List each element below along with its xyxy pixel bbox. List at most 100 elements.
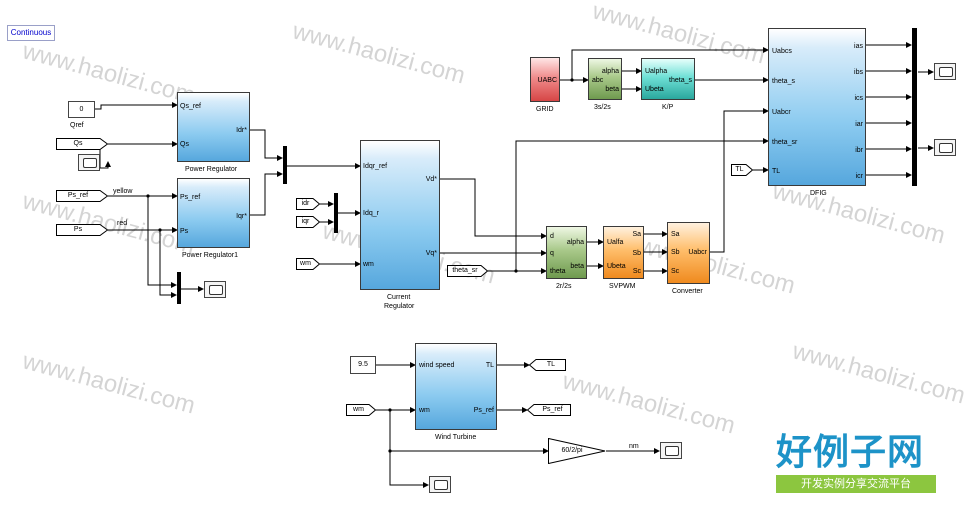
qs-scope[interactable] [78, 154, 100, 171]
port-label: iar [855, 121, 863, 128]
idq-mux[interactable] [334, 193, 338, 233]
port-label: Vq* [425, 250, 437, 257]
theta-sr-tag-label: theta_sr [452, 267, 478, 274]
port-label: Ualpha [645, 68, 668, 75]
converter-name: Converter [672, 288, 703, 295]
wire [99, 144, 111, 169]
power-scope[interactable] [204, 281, 226, 298]
power-scope-mux[interactable] [177, 272, 181, 304]
gain-value: 60/2/pi [561, 447, 583, 454]
qs-from-tag[interactable]: Qs [56, 138, 108, 150]
port-label: alpha [601, 68, 619, 75]
converter-block[interactable]: Sa Sb Sc Uabcr [667, 222, 710, 284]
yellow-signal-label: yellow [113, 188, 133, 195]
wire [440, 178, 547, 239]
port-label: alpha [566, 239, 584, 246]
dfig-name: DFIG [810, 190, 827, 197]
port-label: Idr* [236, 127, 247, 134]
qref-constant-block[interactable]: 0 [68, 101, 95, 118]
wire [95, 102, 178, 110]
current-regulator-block[interactable]: Idqr_ref Idq_r wm Vd* Vq* [360, 140, 440, 290]
port-label: Sa [632, 231, 641, 238]
port-label: beta [570, 263, 584, 270]
wm-scope[interactable] [429, 476, 451, 493]
wind-turbine-block[interactable]: wind speed wm TL Ps_ref [415, 343, 497, 430]
svpwm-name: SVPWM [609, 283, 636, 290]
wire [710, 108, 769, 253]
port-label: TL [485, 362, 494, 369]
port-label: ias [854, 43, 863, 50]
tl-tag-label: TL [735, 166, 744, 173]
site-logo: 好例子网 开发实例分享交流平台 [776, 433, 936, 493]
port-label: theta_sr [772, 139, 798, 146]
port-label: ics [854, 95, 863, 102]
tl-from-tag[interactable]: TL [731, 164, 753, 176]
kp-block[interactable]: Ualpha Ubeta theta_s [641, 58, 695, 100]
power-regulator-name: Power Regulator [185, 166, 238, 173]
nm-signal-label: nm [629, 443, 639, 450]
port-label: Uabcs [772, 48, 792, 55]
port-label: theta [550, 268, 566, 275]
rotor-current-scope[interactable] [934, 139, 956, 156]
speed-scope[interactable] [660, 442, 682, 459]
kp-name: K/P [662, 104, 674, 111]
red-signal-label: red [117, 220, 128, 227]
regulator-output-mux[interactable] [283, 146, 287, 184]
port-label: theta_s [669, 77, 692, 84]
port-label: icr [855, 173, 863, 180]
port-label: wind speed [419, 362, 455, 369]
wm-turbine-from-tag[interactable]: wm [346, 404, 376, 416]
port-label: UABC [537, 77, 557, 84]
junction [146, 194, 150, 198]
2r2s-name: 2r/2s [556, 283, 572, 290]
grid-source-block[interactable]: UABC [530, 57, 560, 102]
port-label: Ubeta [607, 263, 626, 270]
tl-goto-label: TL [546, 361, 556, 368]
ps-ref-goto-label: Ps_ref [542, 406, 563, 413]
idr-tag-label: idr [301, 200, 310, 207]
port-label: TL [772, 168, 781, 175]
wire [571, 47, 769, 80]
junction [388, 408, 392, 412]
wm-from-tag[interactable]: wm [296, 258, 320, 270]
current-regulator-name: Current [387, 294, 411, 301]
port-label: Idq_r [363, 210, 379, 217]
wire [159, 230, 177, 298]
power-regulator1-block[interactable]: Ps_ref Ps Iqr* [177, 178, 250, 248]
dfig-output-bus[interactable] [912, 28, 917, 186]
port-label: Qs [180, 141, 189, 148]
port-label: Uabcr [772, 109, 791, 116]
dfig-block[interactable]: Uabcs theta_s Uabcr theta_sr TL ias ibs … [768, 28, 866, 186]
ps-ref-goto-tag[interactable]: Ps_ref [527, 404, 571, 416]
powergui-continuous-block[interactable]: Continuous [7, 25, 55, 41]
ps-ref-from-tag[interactable]: Ps_ref [56, 190, 108, 202]
port-label: beta [605, 86, 619, 93]
port-label: d [550, 233, 554, 240]
port-label: Sc [671, 268, 680, 275]
idr-from-tag[interactable]: idr [296, 198, 320, 210]
junction [514, 269, 518, 273]
theta-sr-from-tag[interactable]: theta_sr [447, 265, 488, 277]
svpwm-block[interactable]: Ualfa Ubeta Sa Sb Sc [603, 226, 644, 279]
port-label: Ps_ref [180, 194, 201, 201]
3s2s-transform-block[interactable]: abc alpha beta [588, 58, 622, 100]
logo-title: 好例子网 [776, 432, 925, 473]
qref-label: Qref [70, 122, 84, 129]
2r2s-transform-block[interactable]: d q theta alpha beta [546, 226, 587, 279]
port-label: Qs_ref [180, 103, 202, 110]
wind-speed-constant-block[interactable]: 9.5 [350, 356, 376, 374]
port-label: q [550, 250, 554, 257]
ps-from-tag[interactable]: Ps [56, 224, 108, 236]
ps-tag-label: Ps [73, 226, 83, 233]
port-label: Sc [632, 268, 641, 275]
port-label: Sb [632, 250, 641, 257]
port-label: Vd* [425, 176, 437, 183]
port-label: Ps [180, 228, 189, 235]
power-regulator-block[interactable]: Qs_ref Qs Idr* [177, 92, 250, 162]
tl-goto-tag[interactable]: TL [529, 359, 566, 371]
iqr-from-tag[interactable]: iqr [296, 216, 320, 228]
rpm-gain-block[interactable]: 60/2/pi [548, 438, 606, 464]
stator-current-scope[interactable] [934, 63, 956, 80]
iqr-tag-label: iqr [301, 218, 310, 225]
